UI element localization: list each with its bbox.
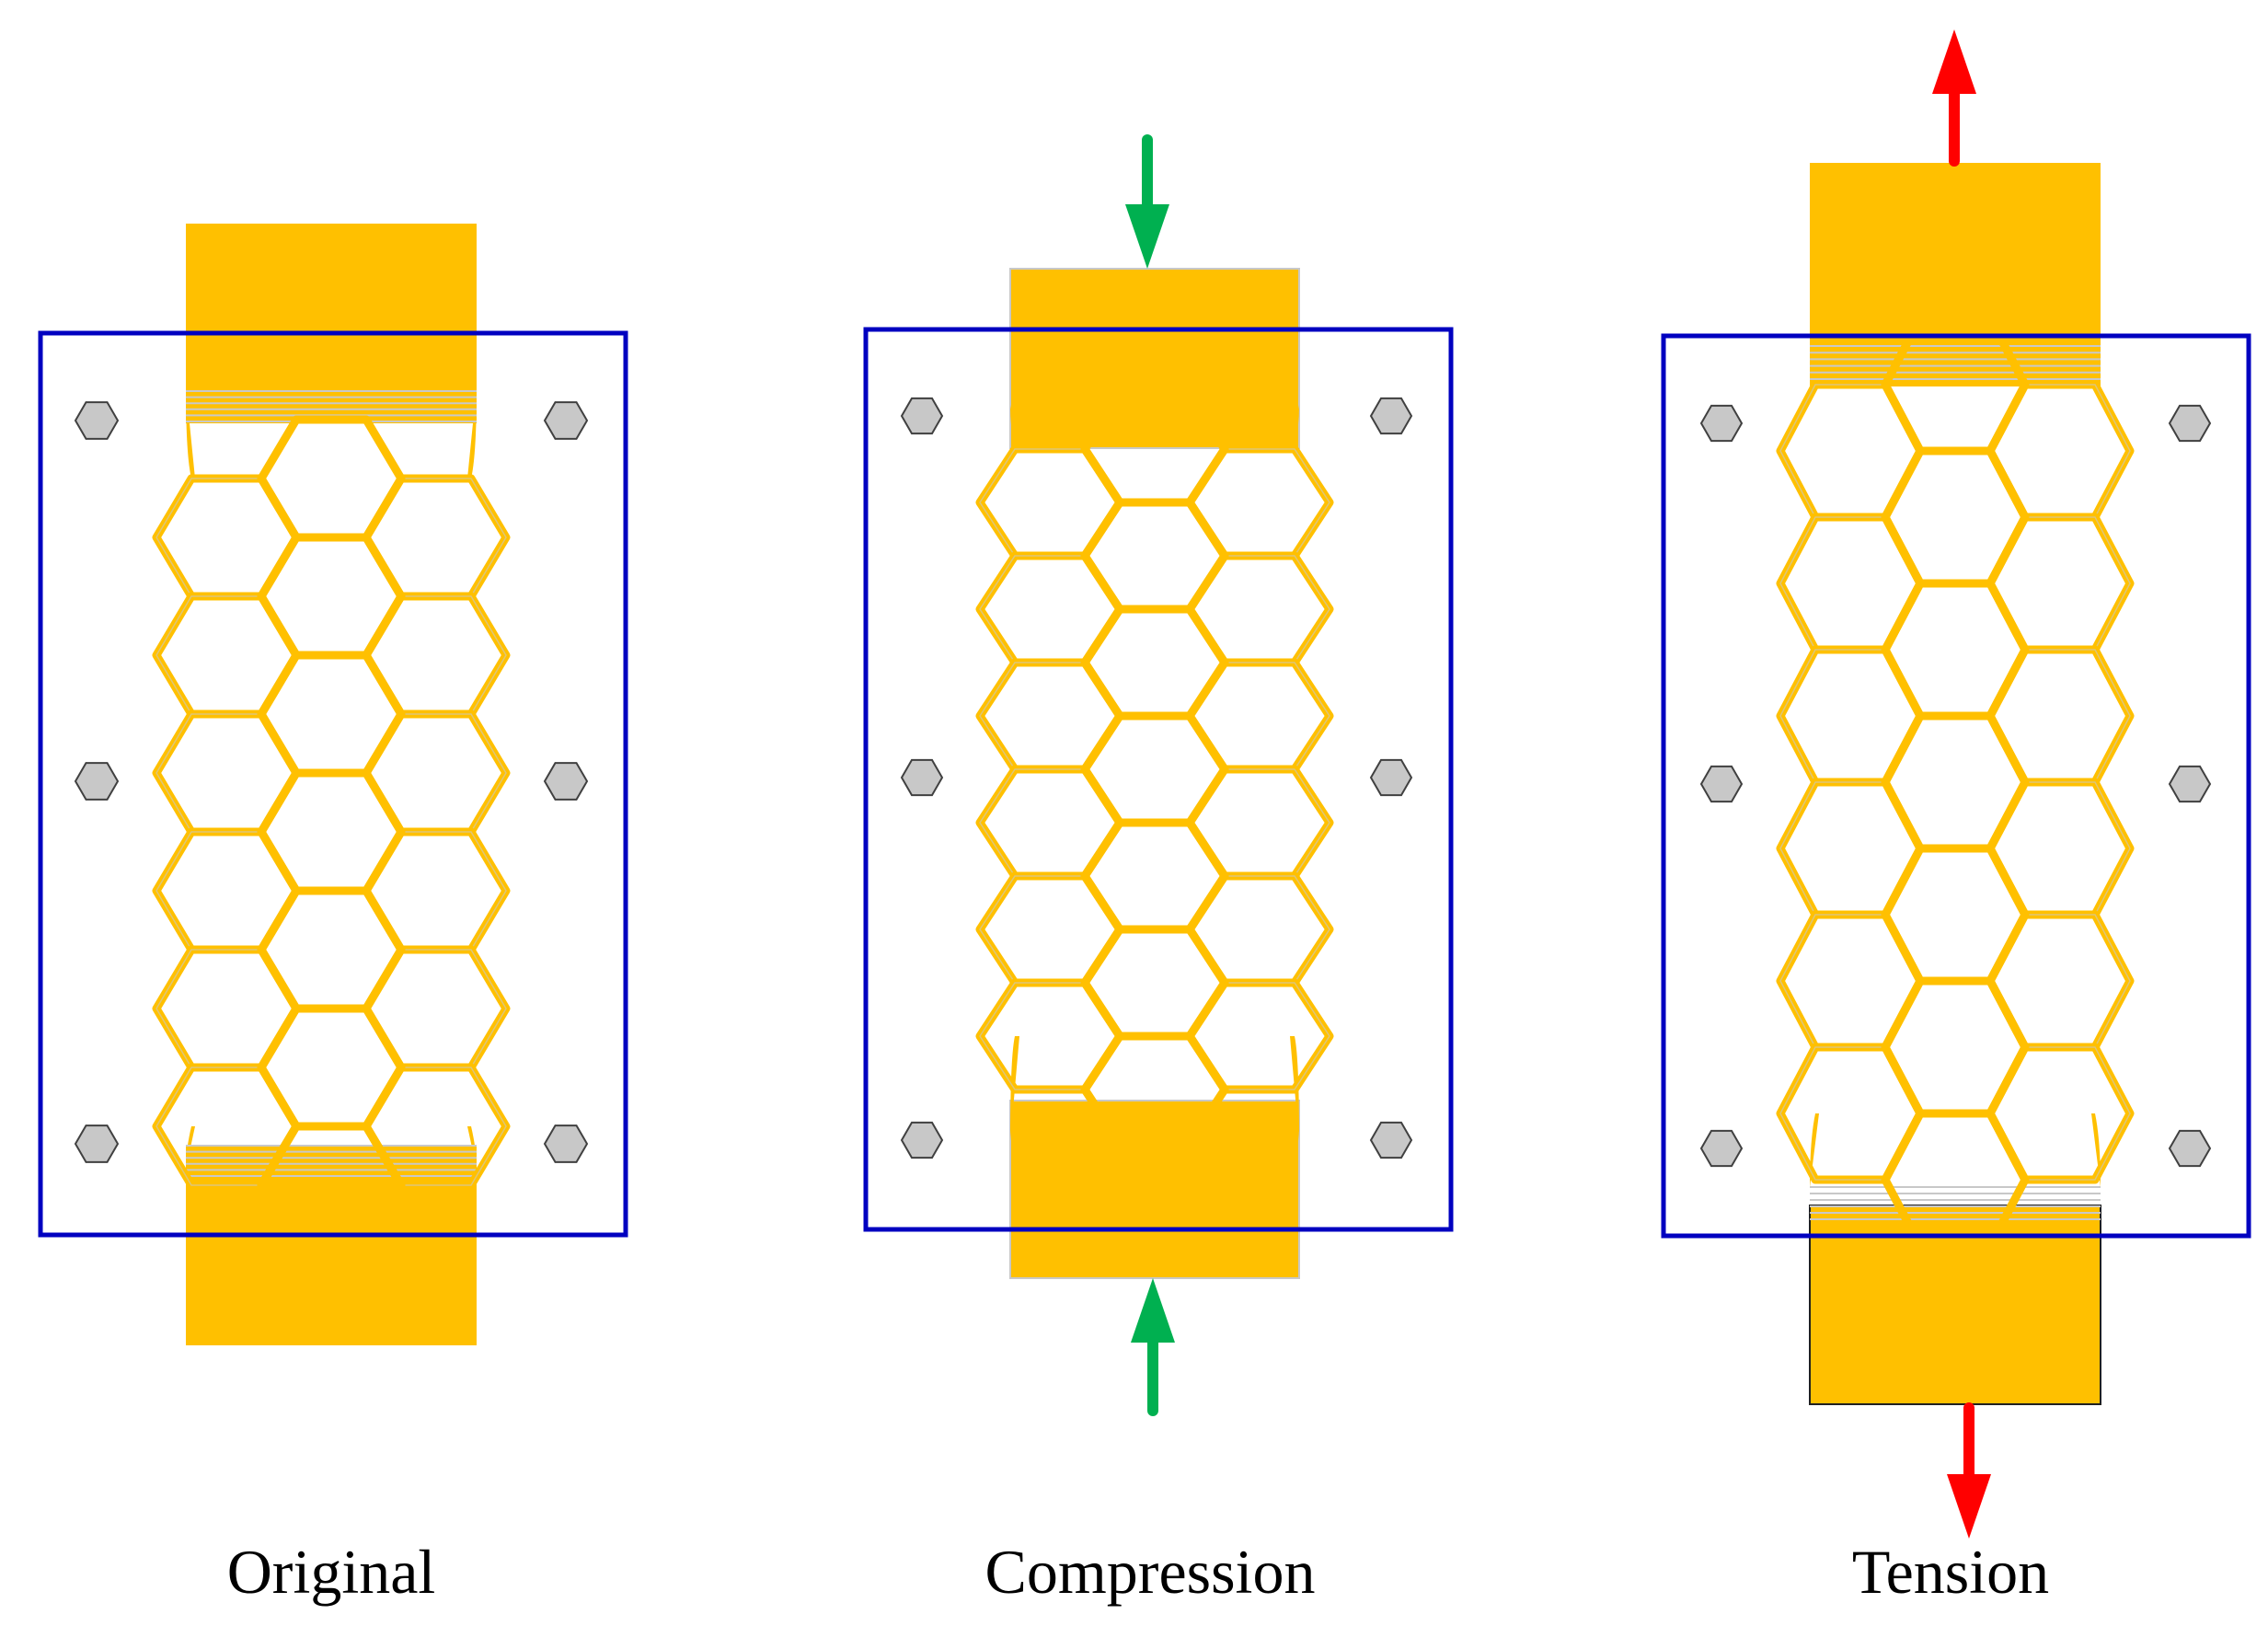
hexagon-bolt-icon bbox=[1369, 758, 1413, 797]
hex-cell bbox=[1080, 498, 1229, 614]
top-grip bbox=[1009, 268, 1300, 449]
honeycomb-cells bbox=[1776, 314, 2135, 1251]
hex-cell bbox=[257, 1004, 406, 1131]
hexagon-bolt-icon bbox=[900, 758, 944, 797]
hexagon-bolt-icon bbox=[1369, 1121, 1413, 1159]
hexagon-bolt-icon bbox=[2168, 404, 2212, 443]
hexagon-bolt-icon bbox=[1699, 765, 1744, 803]
hex-cell bbox=[1080, 605, 1229, 721]
hexagon-bolt-icon bbox=[900, 397, 944, 435]
bottom-grip bbox=[1009, 1100, 1300, 1279]
hex-cell bbox=[257, 768, 406, 895]
hex-cell bbox=[1881, 446, 2030, 588]
hex-cell bbox=[257, 651, 406, 778]
label-tension: Tension bbox=[1851, 1537, 2050, 1607]
hex-cell bbox=[1080, 1032, 1229, 1147]
hexagon-bolt-icon bbox=[74, 401, 120, 440]
hex-cell bbox=[1881, 579, 2030, 721]
hexagon-bolt-icon bbox=[1369, 397, 1413, 435]
hexagon-bolt-icon bbox=[74, 762, 120, 801]
hex-cell bbox=[1881, 976, 2030, 1118]
hexagon-bolt-icon bbox=[543, 401, 589, 440]
panel-original bbox=[38, 224, 628, 1345]
hexagon-bolt-icon bbox=[74, 1124, 120, 1163]
green-arrow-icon bbox=[1125, 204, 1169, 269]
green-arrow-icon bbox=[1131, 1278, 1175, 1343]
fixture-frame bbox=[863, 327, 1454, 1232]
hexagon-bolt-icon bbox=[543, 1124, 589, 1163]
hex-cell bbox=[1080, 925, 1229, 1041]
label-original: Original bbox=[226, 1537, 436, 1607]
fillet-top-left bbox=[1010, 405, 1019, 449]
fillet-top-right bbox=[1290, 405, 1299, 449]
hex-cell bbox=[257, 1122, 406, 1249]
hex-cell bbox=[1080, 711, 1229, 827]
hex-cell bbox=[1080, 818, 1229, 934]
hexagon-bolt-icon bbox=[1699, 404, 1744, 443]
hex-cell bbox=[257, 533, 406, 660]
hex-cell bbox=[1881, 711, 2030, 853]
honeycomb-cells bbox=[975, 391, 1334, 1147]
hexagon-bolt-icon bbox=[1699, 1129, 1744, 1168]
hexagon-bolt-icon bbox=[543, 762, 589, 801]
red-arrow-icon bbox=[1932, 29, 1976, 94]
panel-tension bbox=[1661, 29, 2251, 1539]
top-grip bbox=[1810, 163, 2101, 386]
hexagon-bolt-icon bbox=[2168, 765, 2212, 803]
hex-cell bbox=[257, 886, 406, 1013]
hexagon-bolt-icon bbox=[900, 1121, 944, 1159]
top-grip bbox=[186, 224, 477, 423]
bottom-grip bbox=[1809, 1205, 2101, 1405]
panel-compression bbox=[863, 134, 1454, 1416]
fixture-frame bbox=[38, 330, 628, 1238]
fixture-frame bbox=[1661, 333, 2251, 1239]
hex-cell bbox=[1881, 844, 2030, 986]
label-compression: Compression bbox=[984, 1537, 1316, 1607]
red-arrow-icon bbox=[1947, 1474, 1991, 1539]
hexagon-bolt-icon bbox=[2168, 1129, 2212, 1168]
hex-cell bbox=[1881, 1109, 2030, 1251]
honeycomb-cells bbox=[152, 415, 511, 1249]
hex-cell bbox=[257, 415, 406, 542]
